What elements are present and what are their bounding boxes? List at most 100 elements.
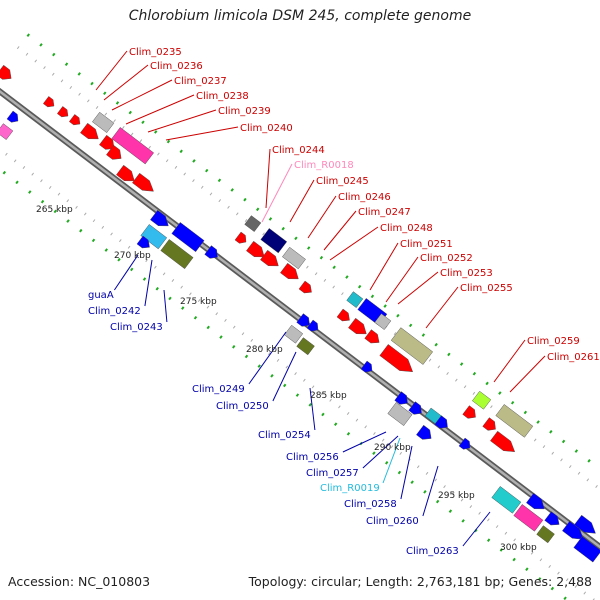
gene-box — [513, 504, 544, 532]
gene-arrow — [260, 249, 279, 267]
leader-line — [248, 331, 287, 385]
gene-arrow — [348, 317, 367, 335]
tick-label: 300 kbp — [500, 543, 537, 553]
gene-arrow — [298, 280, 312, 294]
tick-label: 285 kbp — [310, 391, 347, 401]
tick-label: 280 kbp — [246, 345, 283, 355]
gene-labels: Clim_0235Clim_0236Clim_0237Clim_0238Clim… — [88, 47, 600, 557]
guide-line — [0, 167, 570, 600]
gene-box — [495, 404, 534, 438]
gene-label-reverse: Clim_0242 — [88, 306, 141, 317]
leader-line — [307, 195, 337, 239]
gene-label-reverse: Clim_0243 — [110, 322, 163, 333]
tick-label: 295 kbp — [438, 491, 475, 501]
gene-arrow — [306, 319, 319, 332]
gene-arrow — [6, 110, 19, 123]
gene-arrow — [68, 114, 81, 126]
tick-label: 290 kbp — [374, 443, 411, 453]
leader-line — [382, 437, 401, 484]
gene-arrow — [434, 415, 448, 429]
gene-box — [92, 111, 115, 133]
gene-arrow — [544, 511, 560, 526]
gene-arrow — [246, 240, 265, 258]
gene-features — [0, 64, 600, 563]
leader-line — [329, 226, 379, 261]
gene-box — [346, 291, 364, 308]
gene-box — [374, 313, 392, 330]
tick-label: 275 kbp — [180, 297, 217, 307]
gene-label-forward: Clim_0253 — [440, 268, 493, 279]
gene-arrow — [204, 245, 218, 259]
gene-box — [171, 222, 205, 252]
leader-line — [165, 126, 239, 141]
leader-line — [509, 355, 546, 393]
gene-label-reverse: Clim_0250 — [216, 401, 269, 412]
gene-arrow — [416, 424, 432, 440]
leader-line — [272, 351, 297, 402]
gene-label-forward: Clim_0244 — [272, 145, 325, 156]
gene-label-forward: Clim_0251 — [400, 239, 453, 250]
leader-line — [385, 256, 419, 303]
gene-arrow — [482, 417, 496, 431]
gene-label-reverse: Clim_0257 — [306, 468, 359, 479]
gene-label-forward: Clim_0240 — [240, 123, 293, 134]
gene-arrow — [408, 401, 422, 415]
gene-box — [573, 536, 600, 563]
tick-label: 265 kbp — [36, 205, 73, 215]
gene-box — [0, 123, 14, 140]
leader-line — [323, 210, 357, 251]
leader-line — [422, 465, 439, 517]
leader-line — [111, 79, 173, 111]
gene-box — [111, 127, 154, 165]
gene-box — [390, 327, 433, 365]
leader-line — [113, 254, 139, 291]
gene-label-reverse: Clim_0249 — [192, 384, 245, 395]
tick-label: 270 kbp — [114, 251, 151, 261]
gene-arrow — [574, 514, 596, 534]
gene-arrow — [80, 122, 99, 140]
gene-label-reverse: guaA — [88, 290, 114, 301]
gene-label-forward: Clim_0247 — [358, 207, 411, 218]
leader-line — [462, 511, 491, 547]
gene-arrow — [132, 172, 154, 192]
gene-label-forward: Clim_0248 — [380, 223, 433, 234]
gene-box — [244, 215, 262, 232]
gene-arrow — [526, 492, 545, 510]
gene-arrow — [462, 405, 476, 419]
gene-arrow — [56, 106, 69, 118]
leader-line — [163, 289, 168, 323]
leader-line — [397, 271, 439, 305]
leader-line — [425, 286, 459, 329]
leader-line — [309, 387, 316, 431]
leader-line — [289, 179, 315, 223]
gene-box — [387, 402, 413, 426]
gene-box — [284, 324, 304, 344]
gene-arrow — [116, 164, 135, 182]
leader-line — [400, 445, 413, 500]
gene-label-forward: Clim_0236 — [150, 61, 203, 72]
leader-line — [493, 339, 526, 383]
gene-label-reverse: Clim_0254 — [258, 430, 311, 441]
genome-summary-text: Topology: circular; Length: 2,763,181 bp… — [248, 574, 592, 589]
gene-box — [160, 239, 194, 269]
label-leaders — [95, 50, 546, 547]
gene-arrow — [150, 209, 169, 227]
leader-line — [103, 64, 149, 101]
gene-label-reverse: Clim_0260 — [366, 516, 419, 527]
leader-line — [369, 242, 399, 291]
gene-arrow — [136, 235, 150, 249]
gene-box — [260, 228, 288, 254]
gene-label-forward: Clim_0252 — [420, 253, 473, 264]
gene-arrow — [296, 313, 310, 327]
accession-text: Accession: NC_010803 — [8, 574, 151, 589]
leader-line — [125, 94, 195, 125]
gene-box — [140, 224, 168, 250]
leader-line — [147, 109, 217, 133]
gene-label-reverse: Clim_0256 — [286, 452, 339, 463]
gene-box — [536, 525, 555, 544]
gene-label-forward: Clim_0255 — [460, 283, 513, 294]
leader-line — [144, 259, 153, 307]
leader-line — [261, 163, 293, 223]
gene-label-forward: Clim_0238 — [196, 91, 249, 102]
